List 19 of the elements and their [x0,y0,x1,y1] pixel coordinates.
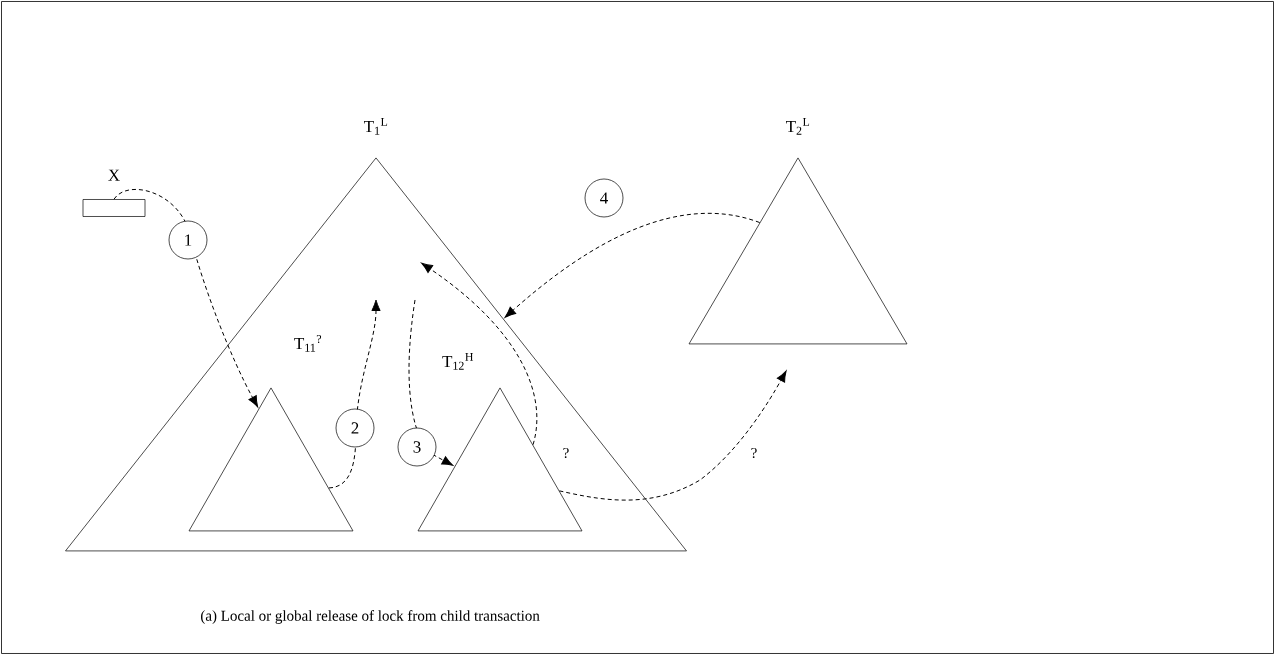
variable-box: X [82,169,146,217]
arrow [504,212,761,318]
tree-triangle: T$_{2}$L [688,118,908,345]
node-label: T$_{1}$L [364,117,388,135]
edge-label: ? [749,446,759,460]
circled-number: 3 [397,427,437,467]
node-label: T$_{2}$L [786,117,810,135]
circled-number: 4 [584,178,624,218]
arrow [559,370,787,501]
node-label: T$_{12}$H [442,352,474,370]
circled-number: 2 [335,408,375,448]
arrow [113,189,259,408]
caption: (a) Local or global release of lock from child transaction [201,610,540,624]
arrow [408,299,454,466]
node-label: X [108,169,120,181]
arrow [421,262,538,446]
node-label: T$_{11}$? [294,334,322,352]
circled-number: 1 [168,220,208,260]
edge-label: ? [561,446,571,460]
